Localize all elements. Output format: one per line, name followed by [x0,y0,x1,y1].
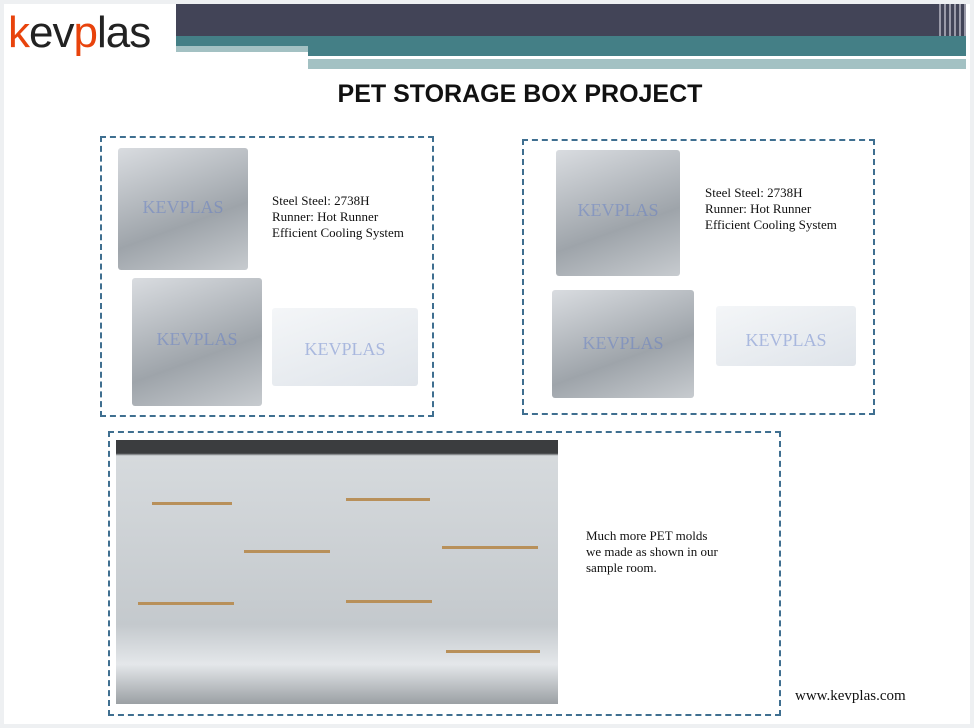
page-title: PET STORAGE BOX PROJECT [337,80,703,108]
footer-website: www.kevplas.com [795,688,906,704]
mold-image: KEVPLAS [118,148,248,270]
logo: kevplas [8,8,151,57]
project1-frame [100,136,434,417]
mold-image: KEVPLAS [556,150,680,276]
sample-room-photo [116,440,558,704]
sample-frame [108,431,781,716]
mold-image: KEVPLAS [132,278,262,406]
product-image: KEVPLAS [716,306,856,366]
product-image: KEVPLAS [272,308,418,386]
mold-image: KEVPLAS [552,290,694,398]
project2-frame [522,139,875,415]
